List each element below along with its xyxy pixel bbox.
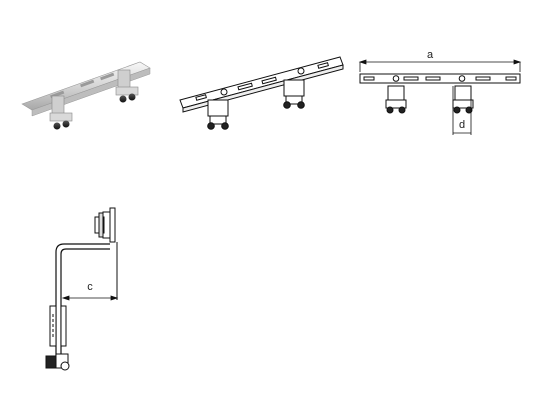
dimension-a: [358, 59, 522, 72]
dimension-d-label: d: [459, 119, 465, 131]
rail-front-view: a d: [358, 49, 522, 135]
dimension-c: [61, 295, 119, 301]
rail-photo-view: [21, 61, 151, 130]
dimension-c-label: c: [87, 281, 93, 293]
bracket-side-view: c: [45, 207, 119, 371]
dimension-a-label: a: [427, 49, 434, 61]
dimension-d: [452, 86, 472, 135]
rail-perspective-view: [179, 56, 344, 130]
